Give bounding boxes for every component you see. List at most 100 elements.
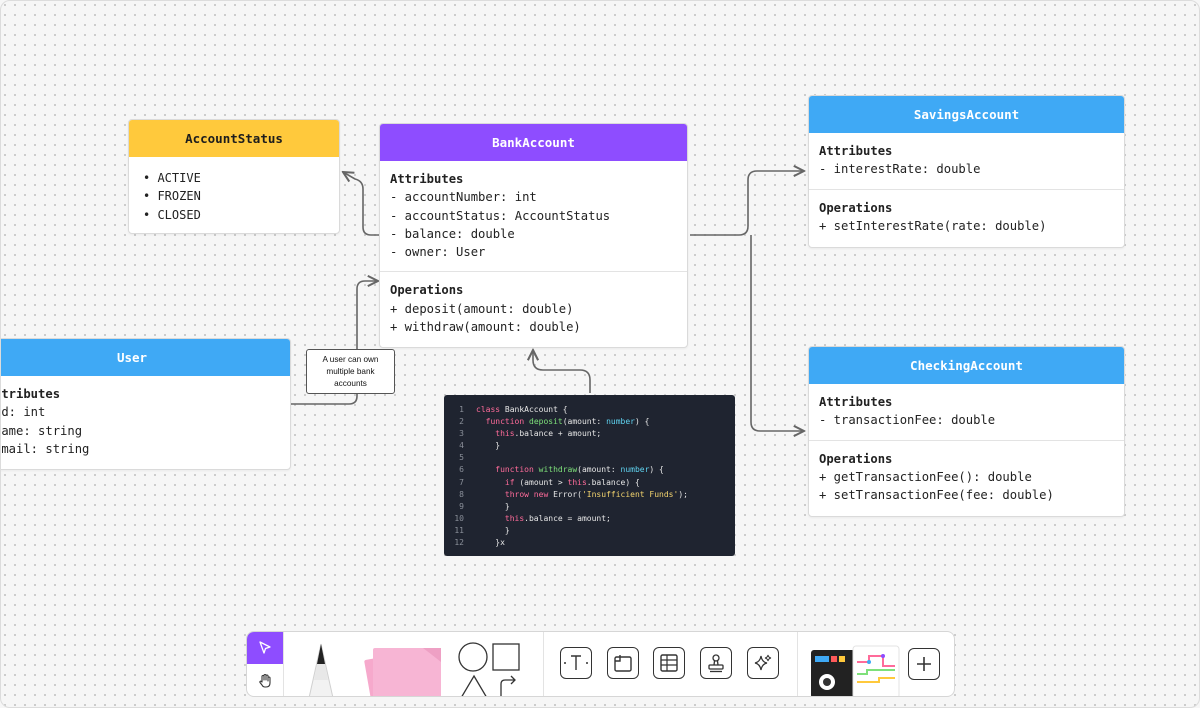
ai-sparkle-button[interactable] — [747, 647, 779, 679]
line-number: 4 — [459, 441, 464, 451]
attribute-row: id: int — [0, 405, 46, 420]
operation-row: + setTransactionFee(fee: double) — [819, 488, 1054, 503]
attributes-label: Attributes — [819, 395, 893, 409]
savings-account-card[interactable]: SavingsAccount Attributes - interestRate… — [808, 95, 1125, 248]
code-text: } — [476, 501, 510, 511]
pen-icon[interactable] — [305, 642, 337, 697]
checking-account-title: CheckingAccount — [809, 347, 1124, 384]
add-more-button[interactable] — [908, 648, 940, 680]
text-icon — [564, 655, 588, 670]
user-card[interactable]: User ttributes id: int name: string emai… — [0, 338, 291, 470]
user-title: User — [0, 339, 290, 376]
line-number: 10 — [454, 513, 464, 523]
toolbar-divider — [283, 632, 284, 696]
code-text: function deposit(amount: number) { — [485, 417, 650, 427]
hand-tool-button[interactable] — [247, 664, 283, 696]
operation-row: + withdraw(amount: double) — [390, 320, 581, 335]
line-number: 3 — [459, 429, 464, 439]
attributes-section: Attributes - accountNumber: int - accoun… — [380, 161, 687, 271]
code-line: 7 if (amount > this.balance) { — [444, 477, 735, 489]
sparkle-icon — [754, 654, 772, 671]
attribute-row: - transactionFee: double — [819, 413, 996, 428]
select-tool-button[interactable] — [247, 632, 283, 664]
status-item: • ACTIVE — [143, 171, 201, 185]
operations-section: Operations + deposit(amount: double) + w… — [380, 271, 687, 346]
status-item: • FROZEN — [143, 189, 201, 204]
line-number: 9 — [459, 501, 464, 511]
frame-tool-button[interactable] — [607, 647, 639, 679]
operations-section: Operations + getTransactionFee(): double… — [809, 439, 1124, 515]
status-item: • CLOSED — [143, 207, 201, 222]
bank-account-card[interactable]: BankAccount Attributes - accountNumber: … — [379, 123, 688, 348]
code-text: if (amount > this.balance) { — [504, 477, 640, 487]
stamp-tool-button[interactable] — [700, 647, 732, 679]
code-line: 11 } — [444, 525, 735, 537]
table-tool-button[interactable] — [653, 647, 685, 679]
code-text: this.balance + amount; — [495, 429, 602, 439]
code-text: throw new Error('Insufficient Funds'); — [504, 489, 688, 499]
attribute-row: email: string — [0, 441, 90, 456]
relationship-note[interactable]: A user can own multiple bank accounts — [306, 349, 395, 394]
code-line: 9 } — [444, 501, 735, 513]
code-line: 2 function deposit(amount: number) { — [444, 416, 735, 428]
line-number: 6 — [459, 465, 464, 475]
attributes-label: ttributes — [0, 387, 61, 401]
code-text: }x — [476, 538, 505, 548]
attributes-label: Attributes — [390, 172, 464, 186]
savings-account-title: SavingsAccount — [809, 96, 1124, 133]
code-text: function withdraw(amount: number) { — [495, 465, 664, 475]
attributes-label: Attributes — [819, 144, 893, 158]
account-status-card[interactable]: AccountStatus • ACTIVE • FROZEN • CLOSED — [128, 119, 340, 234]
frame-icon — [614, 655, 632, 672]
square-icon[interactable] — [492, 643, 520, 671]
line-number: 5 — [459, 453, 464, 463]
attribute-row: - interestRate: double — [819, 162, 981, 177]
bank-account-title: BankAccount — [380, 124, 687, 161]
attribute-row: - accountNumber: int — [390, 190, 537, 205]
operations-label: Operations — [390, 283, 464, 298]
line-number: 1 — [459, 405, 464, 414]
attributes-section: ttributes id: int name: string email: st… — [0, 376, 290, 468]
templates-thumbnail[interactable] — [809, 642, 901, 697]
operations-label: Operations — [819, 451, 893, 466]
code-text: this.balance = amount; — [504, 513, 611, 523]
toolbar-divider — [543, 632, 544, 696]
attribute-row: name: string — [0, 423, 83, 438]
bottom-toolbar — [246, 631, 955, 697]
add-icon — [917, 657, 931, 671]
attributes-section: Attributes - transactionFee: double — [809, 384, 1124, 440]
operation-row: + setInterestRate(rate: double) — [819, 218, 1047, 233]
note-text: A user can own multiple bank accounts — [322, 354, 379, 388]
checking-account-card[interactable]: CheckingAccount Attributes - transaction… — [808, 346, 1125, 517]
text-tool-button[interactable] — [560, 647, 592, 679]
triangle-icon[interactable] — [459, 674, 489, 697]
operation-row: + deposit(amount: double) — [390, 301, 574, 316]
sticky-note-icon[interactable] — [361, 644, 445, 697]
code-line: 8 throw new Error('Insufficient Funds'); — [444, 489, 735, 501]
select-icon — [259, 641, 271, 654]
line-number: 11 — [454, 525, 464, 535]
code-line: 3 this.balance + amount; — [444, 428, 735, 440]
circle-icon[interactable] — [457, 641, 489, 673]
line-number: 7 — [459, 477, 464, 487]
code-line: 12 }x — [444, 537, 735, 549]
code-text: } — [476, 441, 501, 451]
operation-row: + getTransactionFee(): double — [819, 469, 1032, 484]
operations-section: Operations + setInterestRate(rate: doubl… — [809, 188, 1124, 246]
table-icon — [660, 654, 678, 672]
code-line: 4 } — [444, 440, 735, 452]
attribute-row: - owner: User — [390, 245, 486, 260]
attribute-row: - balance: double — [390, 226, 515, 241]
code-line: 5 — [444, 452, 735, 464]
line-number: 8 — [459, 489, 464, 499]
operations-label: Operations — [819, 200, 893, 215]
account-status-title: AccountStatus — [129, 120, 339, 157]
attributes-section: Attributes - interestRate: double — [809, 133, 1124, 189]
code-text: } — [476, 525, 510, 535]
line-number: 2 — [459, 417, 464, 427]
connector-arrow-icon[interactable] — [497, 674, 519, 697]
attribute-row: - accountStatus: AccountStatus — [390, 208, 611, 223]
toolbar-divider — [797, 632, 798, 696]
